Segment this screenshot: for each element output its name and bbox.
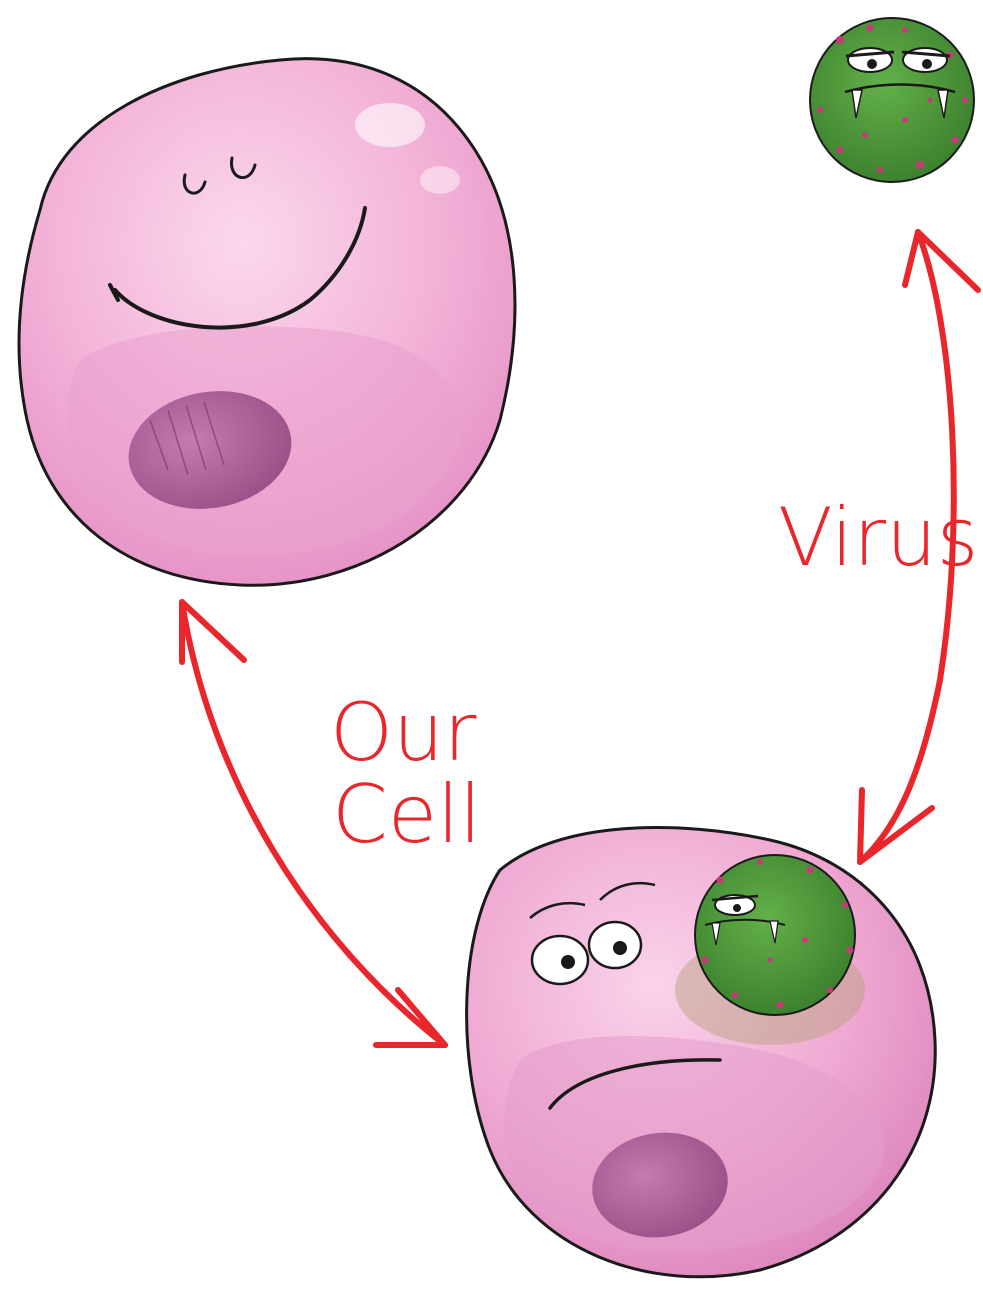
healthy-cell-highlight bbox=[420, 166, 460, 194]
our-cell-label-line1: Our bbox=[330, 686, 477, 779]
healthy-cell bbox=[19, 59, 515, 586]
virus-label: Virus bbox=[778, 491, 978, 584]
our-cell-label-line2: Cell bbox=[332, 768, 482, 861]
healthy-cell-highlight bbox=[355, 103, 425, 147]
virus-figure bbox=[810, 18, 974, 182]
virus-arrow-head-top bbox=[905, 232, 978, 290]
virus-body bbox=[810, 18, 974, 182]
infected-cell bbox=[467, 828, 936, 1277]
virus-arrow-head-bottom bbox=[860, 790, 932, 862]
